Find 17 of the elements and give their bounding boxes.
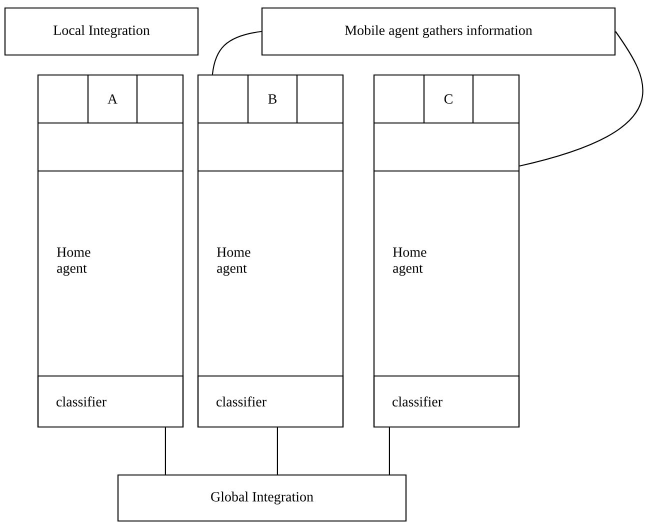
leader-line [212, 30, 262, 75]
classifier-box: classifier [373, 375, 520, 428]
connector-line [388, 428, 390, 474]
header-cell: A [87, 74, 138, 124]
header-cell: C [423, 74, 474, 124]
callout-box: Mobile agent gathers information [261, 7, 616, 56]
connector-line [164, 428, 166, 474]
leader-line [519, 31, 644, 167]
connector-line [276, 428, 278, 474]
header-cell: B [247, 74, 298, 124]
heading-box: Local Integration [4, 7, 199, 56]
integration-box: Global Integration [117, 474, 407, 522]
agent-label: Home agent [216, 248, 250, 276]
agent-label: Home agent [392, 248, 426, 276]
classifier-box: classifier [197, 375, 344, 428]
agent-label: Home agent [56, 248, 90, 276]
classifier-box: classifier [37, 375, 184, 428]
